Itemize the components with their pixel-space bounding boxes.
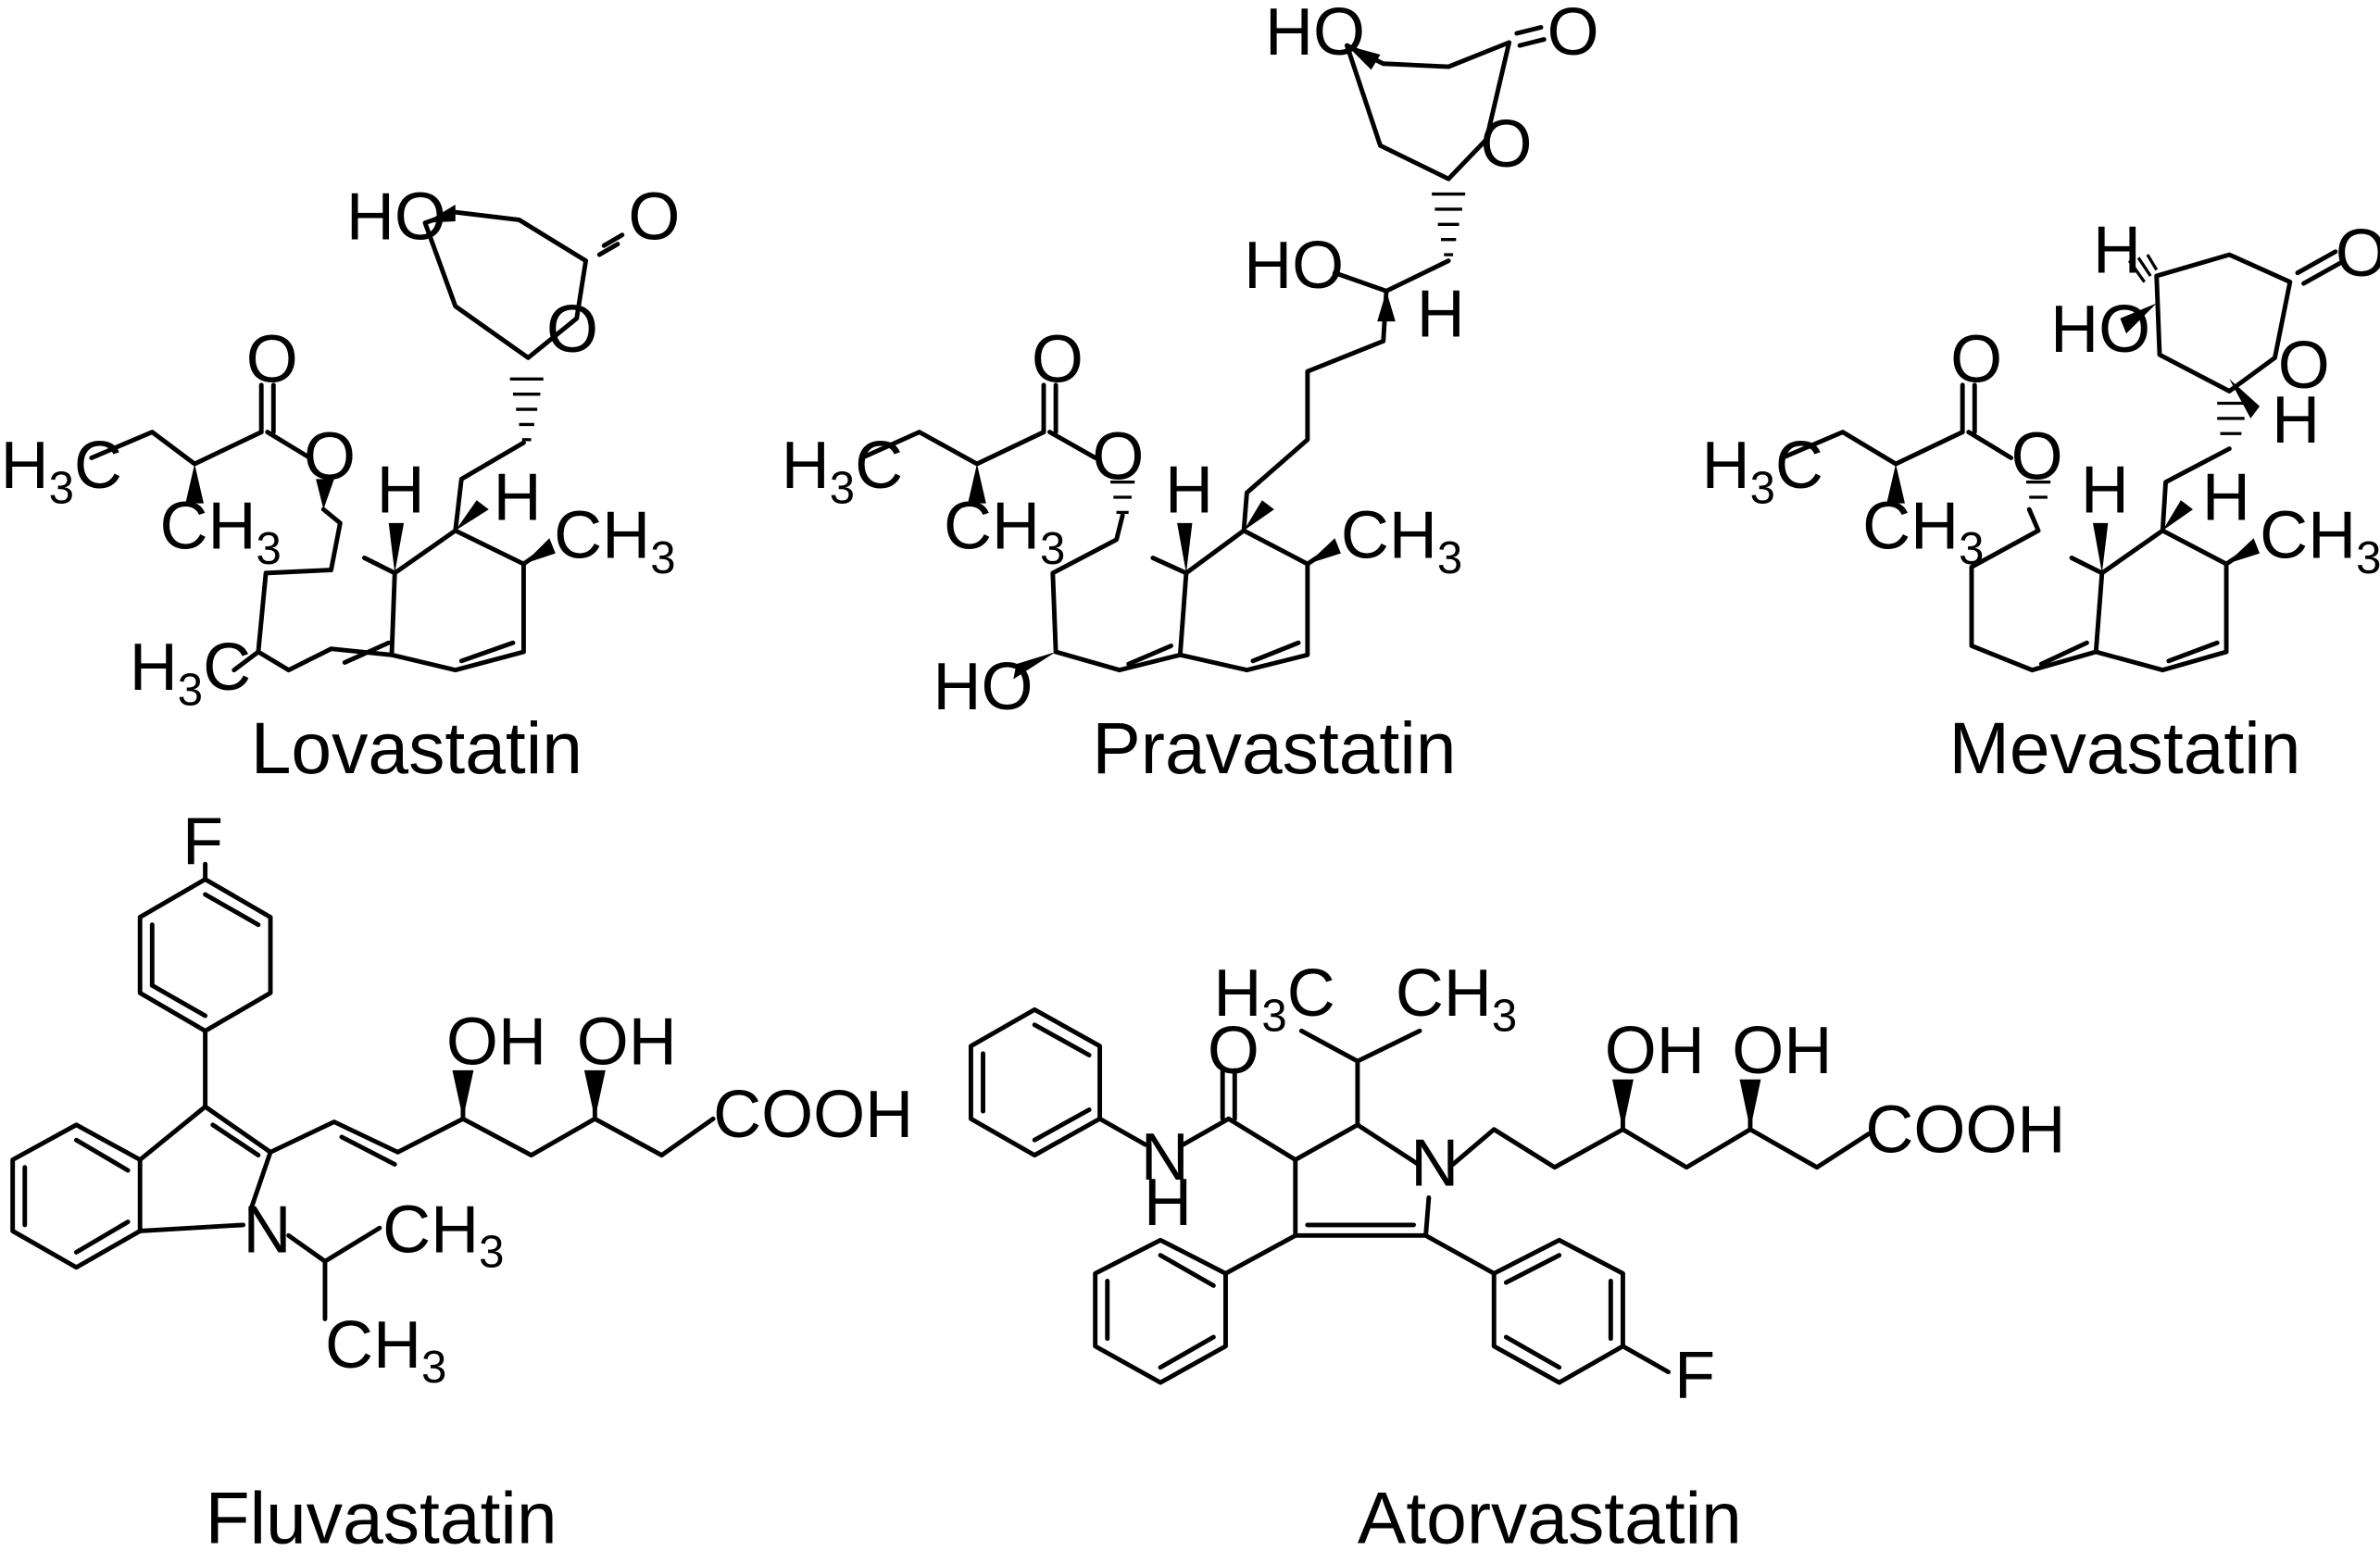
atom-labels: H3C CH3 O OH OH COOH N H N F [1141,957,2066,1413]
stereo-bonds [1886,254,2261,573]
svg-text:CH3: CH3 [159,490,281,574]
lovastatin-structure: HO O O O O H3C CH3 H H CH3 H3C Lovastati… [1,181,681,789]
svg-text:F: F [182,805,223,879]
svg-text:H3C: H3C [1702,429,1823,513]
svg-text:O: O [1481,107,1533,181]
bond-lines [10,861,716,1321]
molecule-name-pravastatin: Pravastatin [1092,707,1456,789]
svg-text:CH3: CH3 [554,499,675,583]
svg-text:N: N [1141,1120,1189,1194]
svg-text:H: H [1144,1166,1192,1240]
molecule-name-atorvastatin: Atorvastatin [1358,1478,1742,1559]
molecule-name-mevastatin: Mevastatin [1948,707,2300,789]
svg-text:O: O [546,293,598,367]
svg-text:CH3: CH3 [1396,957,1517,1041]
stereo-bonds [968,45,1466,680]
svg-text:CH3: CH3 [382,1193,504,1277]
svg-text:CH3: CH3 [325,1308,446,1393]
svg-text:O: O [1950,323,2002,397]
svg-text:N: N [244,1193,292,1267]
svg-text:CH3: CH3 [944,490,1065,574]
svg-text:H: H [377,453,425,527]
svg-text:H3C: H3C [782,429,903,513]
svg-text:HO: HO [346,181,446,255]
stereo-bonds [185,205,556,573]
atorvastatin-structure: H3C CH3 O OH OH COOH N H N F Atorvastati… [968,957,2066,1559]
svg-text:COOH: COOH [713,1078,913,1152]
svg-text:O: O [1032,323,1084,397]
svg-text:O: O [1547,0,1599,69]
svg-text:H: H [2202,461,2250,535]
svg-text:COOH: COOH [1865,1093,2065,1167]
svg-text:H: H [2093,214,2141,288]
atom-labels: HO O O O O H3C CH3 H H CH3 H3C [1,181,681,716]
fluvastatin-structure: F OH OH COOH N CH3 CH3 Fluvastatin [10,805,913,1559]
svg-text:O: O [2336,217,2380,291]
svg-text:OH: OH [577,1005,677,1079]
svg-text:H: H [2272,383,2320,457]
svg-text:OH: OH [446,1005,546,1079]
svg-text:HO: HO [1265,0,1365,69]
svg-text:OH: OH [1605,1014,1705,1088]
atom-labels: F OH OH COOH N CH3 CH3 [182,805,913,1393]
svg-text:F: F [1674,1339,1715,1413]
svg-text:H: H [1165,453,1213,527]
molecule-name-lovastatin: Lovastatin [251,707,582,789]
svg-text:O: O [304,419,356,494]
svg-text:O: O [1092,419,1144,494]
svg-text:H3C: H3C [130,631,251,715]
mevastatin-structure: H O HO O H O O H3C CH3 H H CH3 Mevastati… [1702,214,2380,789]
stereo-bonds [1611,1079,1761,1130]
molecule-name-fluvastatin: Fluvastatin [206,1478,557,1559]
svg-text:O: O [2011,419,2063,494]
atom-labels: HO O O HO H O O H3C CH3 H CH3 HO [782,0,1599,724]
svg-text:O: O [2278,329,2330,403]
svg-text:CH3: CH3 [1862,490,1984,574]
svg-text:H: H [494,461,542,535]
pravastatin-structure: HO O O HO H O O H3C CH3 H CH3 HO Pravast… [782,0,1599,789]
svg-text:O: O [246,323,298,397]
svg-text:HO: HO [2050,293,2150,367]
svg-text:CH3: CH3 [1341,499,1462,583]
svg-text:O: O [1208,1014,1259,1088]
bond-lines [89,209,625,673]
svg-text:H: H [1417,277,1465,351]
svg-text:O: O [628,181,680,255]
bond-lines [968,1007,1872,1385]
stereo-bonds [452,1069,606,1119]
svg-text:OH: OH [1732,1014,1832,1088]
svg-text:CH3: CH3 [2260,499,2380,583]
svg-text:HO: HO [933,650,1033,724]
svg-text:H3C: H3C [1,429,122,513]
svg-text:N: N [1410,1126,1459,1200]
atom-labels: H O HO O H O O H3C CH3 H H CH3 [1702,214,2380,583]
svg-text:H: H [2081,453,2129,527]
svg-text:HO: HO [1244,229,1344,303]
svg-text:H3C: H3C [1213,957,1334,1041]
